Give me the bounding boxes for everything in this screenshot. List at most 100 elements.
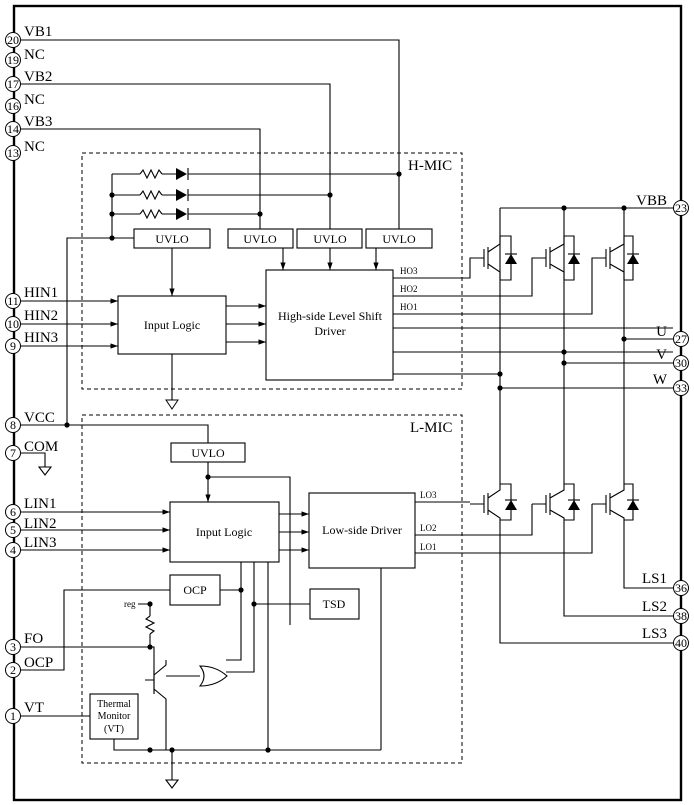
pin-number: 1 [10, 709, 16, 723]
left-pin-nc-16: 16 NC [5, 92, 45, 114]
bootstrap-resistor [139, 168, 176, 220]
igbt-high-w [600, 235, 639, 281]
pin-label: LS2 [642, 599, 667, 615]
pin-number: 3 [10, 640, 16, 654]
uvlo-box-vb3: UVLO [227, 228, 294, 249]
igbt-low-v [532, 483, 580, 521]
pin-number: 6 [10, 505, 16, 519]
uvlo-box-vb2: UVLO [296, 228, 363, 249]
thermal-label-line1: Thermal [97, 699, 131, 710]
uvlo-box-low: UVLO [170, 442, 246, 463]
lmic-label: L-MIC [410, 420, 453, 436]
signal-lo2: LO2 [420, 523, 437, 533]
tsd-box: TSD [309, 588, 360, 620]
right-pin-v: 30 V [656, 347, 689, 371]
pin-label: VB1 [24, 24, 52, 40]
pin-label: NC [24, 139, 45, 155]
signal-lo3: LO3 [420, 490, 437, 500]
right-pin-ls3: 40 LS3 [642, 626, 689, 651]
pin-label: LIN1 [24, 496, 57, 512]
high-side-driver: High-side Level Shift Driver [265, 269, 394, 381]
pin-number: 9 [10, 339, 16, 353]
hmic-region [81, 152, 463, 390]
driver-label-line2: Driver [314, 324, 345, 338]
pin-label: HIN2 [24, 308, 58, 324]
pin-label: FO [24, 631, 43, 647]
left-pin-hin1: 11 HIN1 [5, 285, 58, 309]
left-pin-hin3: 9 HIN3 [5, 330, 58, 354]
input-logic-low: Input Logic [169, 501, 280, 563]
input-logic-high: Input Logic [117, 295, 227, 355]
pin-label: NC [24, 47, 45, 63]
pin-label: LIN3 [24, 535, 57, 551]
pin-label: VB3 [24, 114, 52, 130]
signal-lo1: LO1 [420, 542, 437, 552]
pin-number: 20 [7, 33, 19, 47]
pin-number: 2 [10, 663, 16, 677]
left-pin-com: 7 COM [5, 439, 58, 461]
igbt-high-v [540, 235, 580, 281]
pin-number: 8 [10, 418, 16, 432]
uvlo-label: UVLO [191, 446, 225, 460]
driver-label: Low-side Driver [322, 523, 402, 537]
pin-label: NC [24, 92, 45, 108]
bootstrap-diode [176, 168, 189, 220]
thermal-label-line2: Monitor [98, 711, 131, 722]
low-side-driver: Low-side Driver [308, 492, 416, 569]
pin-number: 36 [675, 581, 687, 595]
hmic-wiring [21, 39, 673, 426]
pin-number: 10 [7, 317, 19, 331]
pin-number: 11 [7, 294, 19, 308]
left-pin-hin2: 10 HIN2 [5, 308, 58, 332]
pin-label: V [656, 347, 667, 363]
power-stage-wiring [499, 207, 673, 644]
signal-ho3: HO3 [400, 266, 418, 276]
pin-label: OCP [24, 655, 53, 671]
left-pin-vb2: 17 VB2 [5, 69, 52, 92]
pin-number: 14 [7, 122, 19, 136]
pin-number: 5 [10, 523, 16, 537]
uvlo-label: UVLO [313, 232, 347, 246]
uvlo-box-vcc: UVLO [133, 228, 211, 249]
junction-dots [64, 171, 627, 753]
igbt-low-w [592, 483, 639, 521]
pin-number: 40 [675, 636, 687, 650]
left-pin-lin3: 4 LIN3 [5, 535, 57, 558]
pin-label: LS1 [642, 571, 667, 587]
thermal-label-line3: (VT) [104, 724, 124, 735]
right-pin-w: 33 W [653, 372, 689, 396]
pin-label: LIN2 [24, 516, 57, 532]
pin-label: LS3 [642, 626, 667, 642]
right-pin-ls2: 38 LS2 [642, 599, 689, 624]
uvlo-label: UVLO [243, 232, 277, 246]
pin-number: 19 [7, 53, 19, 67]
pin-label: W [653, 372, 668, 388]
pin-number: 23 [675, 201, 687, 215]
pin-number: 38 [675, 609, 687, 623]
tsd-label: TSD [323, 597, 346, 611]
pin-number: 4 [10, 543, 16, 557]
left-pin-fo: 3 FO [5, 631, 43, 655]
package-outline [12, 4, 683, 802]
left-pin-nc-13: 13 NC [5, 139, 45, 161]
pin-label: VT [24, 700, 44, 716]
left-pin-vt: 1 VT [5, 700, 44, 724]
left-pin-lin2: 5 LIN2 [5, 516, 57, 538]
driver-label-line1: High-side Level Shift [278, 309, 383, 323]
pin-number: 16 [7, 99, 19, 113]
signal-ho1: HO1 [400, 302, 418, 312]
uvlo-box-vb1: UVLO [365, 228, 433, 249]
left-pin-vb3: 14 VB3 [5, 114, 52, 137]
pin-number: 30 [675, 356, 687, 370]
pin-label: VBB [636, 193, 667, 209]
pin-label: HIN1 [24, 285, 58, 301]
pin-number: 27 [675, 332, 687, 346]
right-pin-vbb: 23 VBB [636, 193, 689, 216]
thermal-monitor: Thermal Monitor (VT) [89, 693, 139, 740]
left-pin-vcc: 8 VCC [5, 410, 55, 433]
or-gate [198, 665, 228, 687]
pin-number: 13 [7, 146, 19, 160]
ocp-label: OCP [183, 583, 207, 597]
pin-number: 7 [10, 446, 16, 460]
hmic-label: H-MIC [408, 158, 452, 174]
